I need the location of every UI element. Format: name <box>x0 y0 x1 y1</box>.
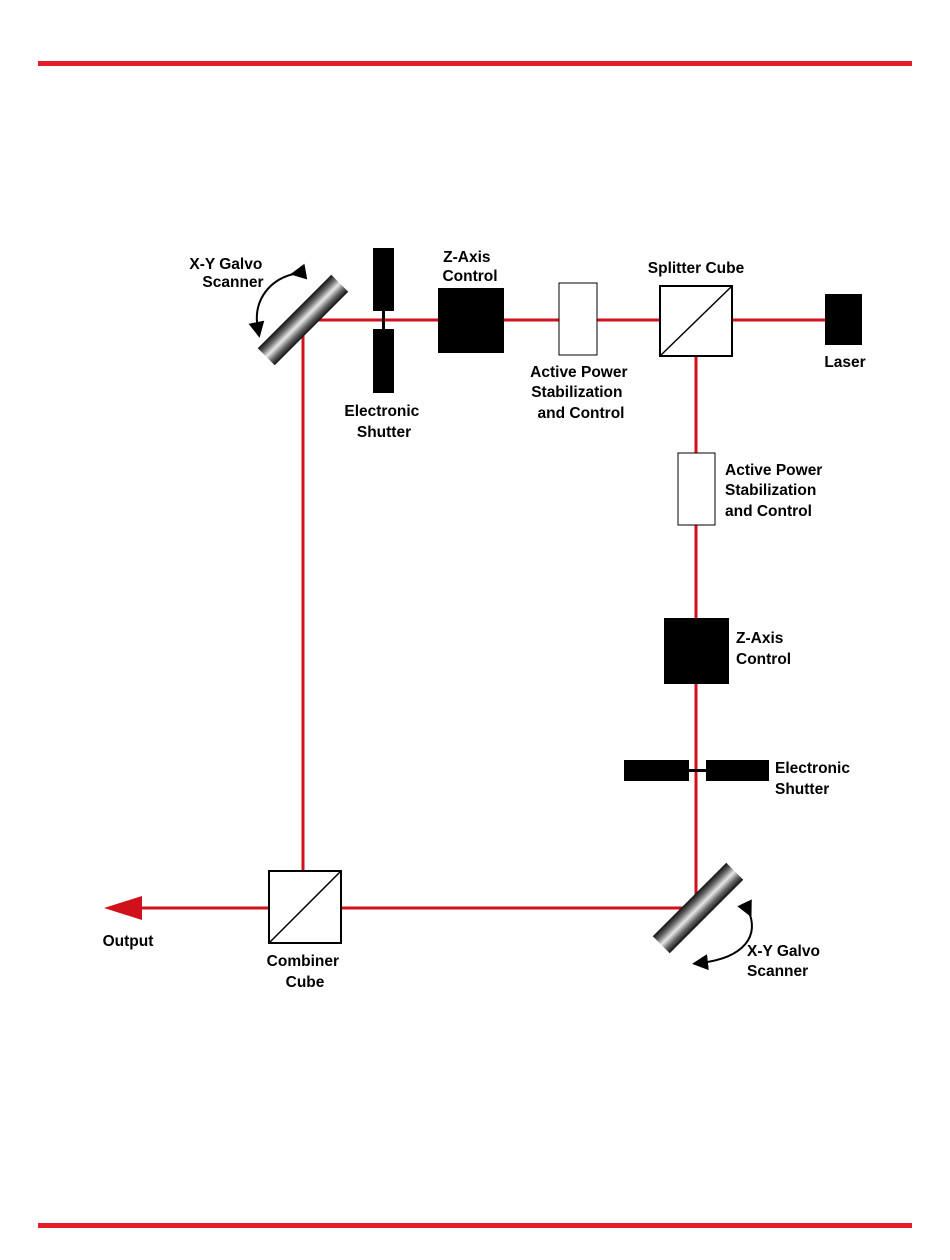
splitter-cube <box>660 286 732 356</box>
laser-label: Laser <box>824 354 865 371</box>
combiner-label: Combiner Cube <box>267 953 344 991</box>
apsc-right-label: Active Power Stabilization and Control <box>725 462 827 520</box>
rotation-arrow-bottom-icon <box>700 910 752 963</box>
zaxis-top-block <box>438 288 504 353</box>
galvo-top-label: X-Y Galvo Scanner <box>189 256 266 291</box>
zaxis-right-label: Z-Axis Control <box>736 630 791 668</box>
shutter-top-label: Electronic Shutter <box>344 403 423 441</box>
output-label: Output <box>103 933 154 950</box>
galvo-bottom-label: X-Y Galvo Scanner <box>747 943 824 980</box>
shutter-right-label: Electronic Shutter <box>775 760 854 798</box>
apsc-right-box <box>678 453 715 525</box>
laser-block <box>825 294 862 345</box>
output-arrow <box>104 896 142 920</box>
footer-rule <box>38 1223 912 1228</box>
zaxis-right-block <box>664 618 729 684</box>
apsc-top-box <box>559 283 597 355</box>
apsc-top-label: Active Power Stabilization and Control <box>530 364 632 422</box>
splitter-label: Splitter Cube <box>648 260 745 277</box>
combiner-cube <box>269 871 341 943</box>
zaxis-top-label: Z-Axis Control <box>442 249 497 285</box>
header-rule <box>38 61 912 66</box>
